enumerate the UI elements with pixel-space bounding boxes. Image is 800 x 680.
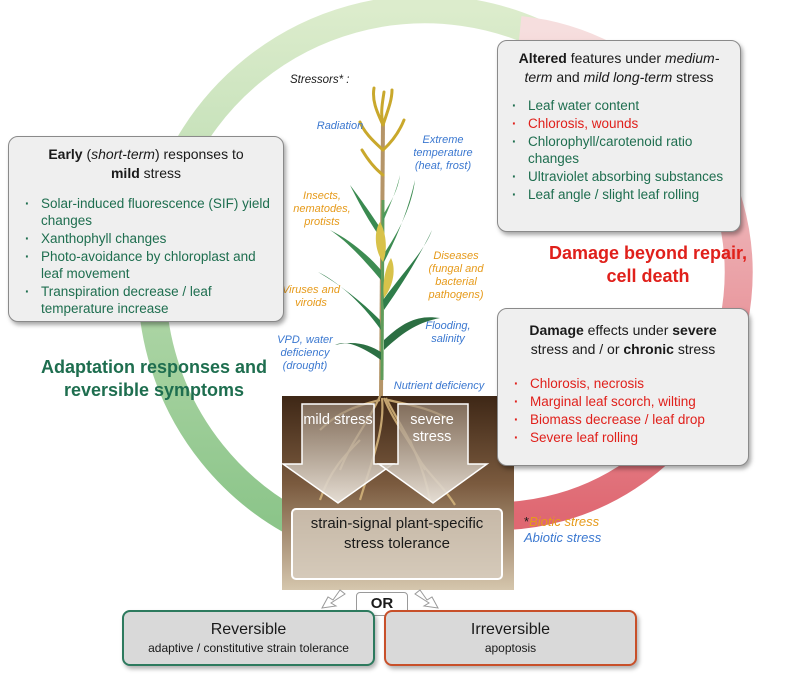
early-box-list: Solar-induced fluorescence (SIF) yield c… — [19, 195, 273, 317]
irreversible-subtitle: apoptosis — [484, 641, 537, 655]
list-item: Chlorosis, wounds — [506, 115, 732, 132]
arrow-to-irreversible — [414, 589, 439, 609]
stressor-vpd: VPD, water deficiency (drought) — [277, 334, 333, 372]
early-box-title: Early (short-term) responses to mild str… — [48, 146, 244, 181]
or-badge: OR — [356, 592, 408, 616]
list-item: Chlorosis, necrosis — [508, 375, 738, 392]
stressor-insects: Insects, nematodes, protists — [293, 190, 351, 228]
irreversible-title: Irreversible — [470, 621, 551, 638]
irreversible-outcome: Irreversible apoptosis — [384, 610, 637, 666]
legend-abiotic: Abiotic stress — [524, 530, 602, 545]
list-item: Ultraviolet absorbing substances — [506, 168, 732, 185]
stressors-header: Stressors* : — [290, 74, 350, 86]
legend-biotic: Biotic stress — [529, 514, 600, 529]
stressor-radiation: Radiation — [316, 120, 364, 132]
tolerance-label: strain-signal plant-specific stress tole… — [310, 515, 484, 552]
altered-features-box: Altered features under medium-term and m… — [497, 40, 741, 232]
list-item: Photo-avoidance by chloroplast and leaf … — [19, 248, 273, 282]
stressor-nutrient: Nutrient deficiency — [393, 380, 485, 392]
altered-box-list: Leaf water content Chlorosis, wounds Chl… — [506, 97, 732, 203]
stressor-extreme-temperature: Extreme temperature (heat, frost) — [413, 134, 473, 172]
list-item: Biomass decrease / leaf drop — [508, 411, 738, 428]
early-response-box: Early (short-term) responses to mild str… — [8, 136, 284, 322]
list-item: Leaf angle / slight leaf rolling — [506, 186, 732, 203]
arrow-to-reversible — [321, 589, 346, 609]
damage-effects-box: Damage effects under severe stress and /… — [497, 308, 749, 466]
list-item: Xanthophyll changes — [19, 230, 273, 247]
list-item: Transpiration decrease / leaf temperatur… — [19, 283, 273, 317]
reversible-subtitle: adaptive / constitutive strain tolerance — [148, 641, 349, 655]
list-item: Marginal leaf scorch, wilting — [508, 393, 738, 410]
reversible-outcome: Reversible adaptive / constitutive strai… — [122, 610, 375, 666]
stressor-flooding: Flooding, salinity — [425, 320, 471, 345]
stressor-viruses: Viruses and viroids — [282, 284, 340, 309]
list-item: Solar-induced fluorescence (SIF) yield c… — [19, 195, 273, 229]
severe-stress-arrow — [376, 403, 490, 504]
damage-box-list: Chlorosis, necrosis Marginal leaf scorch… — [508, 375, 738, 446]
stressor-diseases: Diseases (fungal and bacterial pathogens… — [428, 250, 484, 301]
altered-box-title: Altered features under medium-term and m… — [518, 50, 720, 85]
adaptation-label: Adaptation responses and reversible symp… — [40, 357, 268, 400]
damage-repair-label: Damage beyond repair, cell death — [548, 243, 748, 286]
plant-illustration — [318, 86, 440, 397]
reversible-title: Reversible — [210, 621, 287, 638]
tolerance-box — [291, 508, 503, 580]
severe-stress-label: severe stress — [410, 412, 454, 445]
mild-stress-arrow — [280, 403, 396, 504]
list-item: Chlorophyll/carotenoid ratio changes — [506, 133, 732, 167]
damage-box-title: Damage effects under severe stress and /… — [529, 322, 717, 357]
list-item: Leaf water content — [506, 97, 732, 114]
stress-legend: *Biotic stress Abiotic stress — [524, 514, 602, 545]
list-item: Severe leaf rolling — [508, 429, 738, 446]
mild-stress-label: mild stress — [303, 412, 373, 428]
